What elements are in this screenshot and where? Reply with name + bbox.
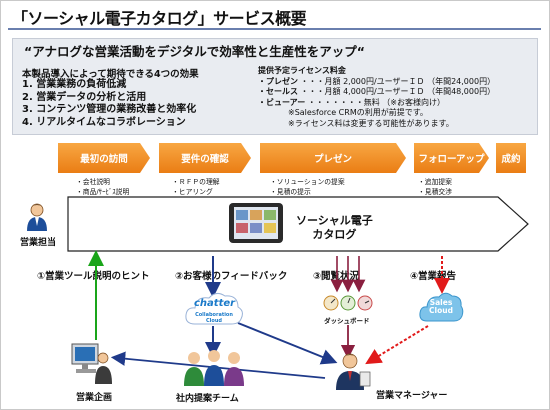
- license-row-sales: ・セールス ・・・月額 4,000円/ユーザーＩＤ （年間48,000円）: [258, 87, 495, 98]
- phase-sub: ・見積交渉: [418, 187, 452, 196]
- chatter-cloud-icon: [185, 292, 243, 325]
- flow-label-4: ④営業報告: [410, 271, 457, 282]
- license-note-2: ※ライセンス料は変更する可能性があります。: [288, 118, 454, 128]
- effect-item: 3. コンテンツ管理の業務改善と効率化: [22, 104, 197, 116]
- summary-box: [12, 38, 538, 135]
- phase-label: 最初の訪問: [80, 154, 128, 165]
- phase-presentation: プレゼン: [260, 143, 406, 173]
- catalog-banner-arrow: [67, 196, 529, 252]
- license-row-viewer: ・ビューアー ・・・・・・・無料 （※お客様向け）: [258, 98, 495, 109]
- license-note-1: ※Salesforce CRMの利用が前提です。: [288, 108, 428, 118]
- sales-cloud-icon: [419, 292, 464, 322]
- phase-first-visit: 最初の訪問: [58, 143, 150, 173]
- dashboard-icon: [323, 295, 373, 311]
- chatter-sub: Collaboration Cloud: [195, 312, 233, 324]
- effect-item: 1. 営業業務の負荷低減: [22, 79, 127, 90]
- phase-subs-first-visit: ・会社説明 ・商品/ｻｰﾋﾞｽ説明: [76, 178, 129, 197]
- phase-sub: ・ソリューションの提案: [270, 178, 345, 186]
- license-price: ・・・月額 2,000円/ユーザーＩＤ: [300, 76, 425, 86]
- title-divider: [8, 28, 541, 30]
- phase-requirements: 要件の確認: [159, 143, 251, 173]
- flow-label-3: ③閲覧状況: [313, 271, 360, 282]
- phase-subs-requirements: ・ＲＦＰの理解 ・ヒアリング: [172, 178, 220, 197]
- phase-contract: 成約: [496, 143, 526, 173]
- license-note: （※お客様向け）: [382, 97, 445, 107]
- phase-label: プレゼン: [313, 154, 352, 165]
- team-group-icon: [184, 350, 244, 386]
- sales-cloud-label: Sales Cloud: [424, 299, 458, 315]
- effect-item: 2. 営業データの分析と活用: [22, 91, 147, 103]
- phase-sub: ・商品/ｻｰﾋﾞｽ説明: [76, 187, 130, 196]
- sales-cloud-line: Cloud: [429, 306, 453, 315]
- planning-computer-icon: [71, 343, 112, 384]
- license-note: （年間48,000円）: [427, 87, 496, 97]
- license-label: ・セールス: [258, 87, 298, 97]
- flow-label-1: ①営業ツール説明のヒント: [37, 271, 150, 282]
- license-price: ・・・・・・・無料: [307, 97, 380, 107]
- sales-rep-label: 営業担当: [20, 238, 57, 248]
- phase-follow-up: フォローアップ: [414, 143, 489, 173]
- slide-title: 「ソーシャル電子カタログ」サービス概要: [12, 9, 307, 28]
- tagline: “アナログな営業活動をデジタルで効率性と生産性をアップ“: [24, 44, 365, 59]
- catalog-banner-line: カタログ: [312, 228, 357, 241]
- catalog-banner-label: ソーシャル電子 カタログ: [296, 214, 373, 242]
- license-row-presen: ・プレゼン ・・・月額 2,000円/ユーザーＩＤ （年間24,000円）: [258, 77, 495, 88]
- license-price: ・・・月額 4,000円/ユーザーＩＤ: [300, 87, 425, 97]
- phase-label: 成約: [501, 154, 521, 165]
- phase-subs-follow-up: ・追加提案 ・見積交渉: [418, 178, 452, 197]
- license-pricing: 提供予定ライセンス料金 ・プレゼン ・・・月額 2,000円/ユーザーＩＤ （年…: [258, 66, 495, 130]
- manager-icon: [336, 353, 371, 390]
- sales-rep-icon: [27, 203, 47, 231]
- license-label: ・プレゼン: [258, 76, 298, 86]
- effect-item: 4. リアルタイムなコラボレーション: [22, 116, 186, 128]
- flow-label-2: ②お客様のフィードバック: [175, 271, 288, 282]
- effects-list: 1. 営業業務の負荷低減 2. 営業データの分析と活用 3. コンテンツ管理の業…: [22, 79, 196, 129]
- catalog-banner-line: ソーシャル電子: [296, 214, 373, 227]
- phase-label: フォローアップ: [418, 154, 485, 165]
- planning-label: 営業企画: [76, 393, 113, 403]
- chatter-logo: chatter: [194, 298, 236, 309]
- phase-subs-presentation: ・ソリューションの提案 ・見積の提示: [270, 178, 345, 197]
- license-label: ・ビューアー: [258, 97, 306, 107]
- dashboard-label: ダッシュボード: [324, 317, 370, 325]
- manager-label: 営業マネージャー: [376, 391, 448, 401]
- phase-label: 要件の確認: [181, 154, 229, 165]
- phase-sub: ・会社説明: [76, 178, 110, 186]
- phase-sub: ・ヒアリング: [172, 187, 213, 196]
- team-label: 社内提案チーム: [176, 394, 239, 404]
- sales-cloud-line: Sales: [429, 298, 453, 307]
- phase-sub: ・ＲＦＰの理解: [172, 178, 220, 186]
- phase-sub: ・見積の提示: [270, 187, 311, 196]
- phase-sub: ・追加提案: [418, 178, 452, 186]
- license-heading: 提供予定ライセンス料金: [258, 66, 346, 75]
- license-note: （年間24,000円）: [427, 76, 496, 86]
- tablet-icon: [229, 203, 283, 243]
- effects-heading: 本製品導入によって期待できる4つの効果: [22, 69, 199, 80]
